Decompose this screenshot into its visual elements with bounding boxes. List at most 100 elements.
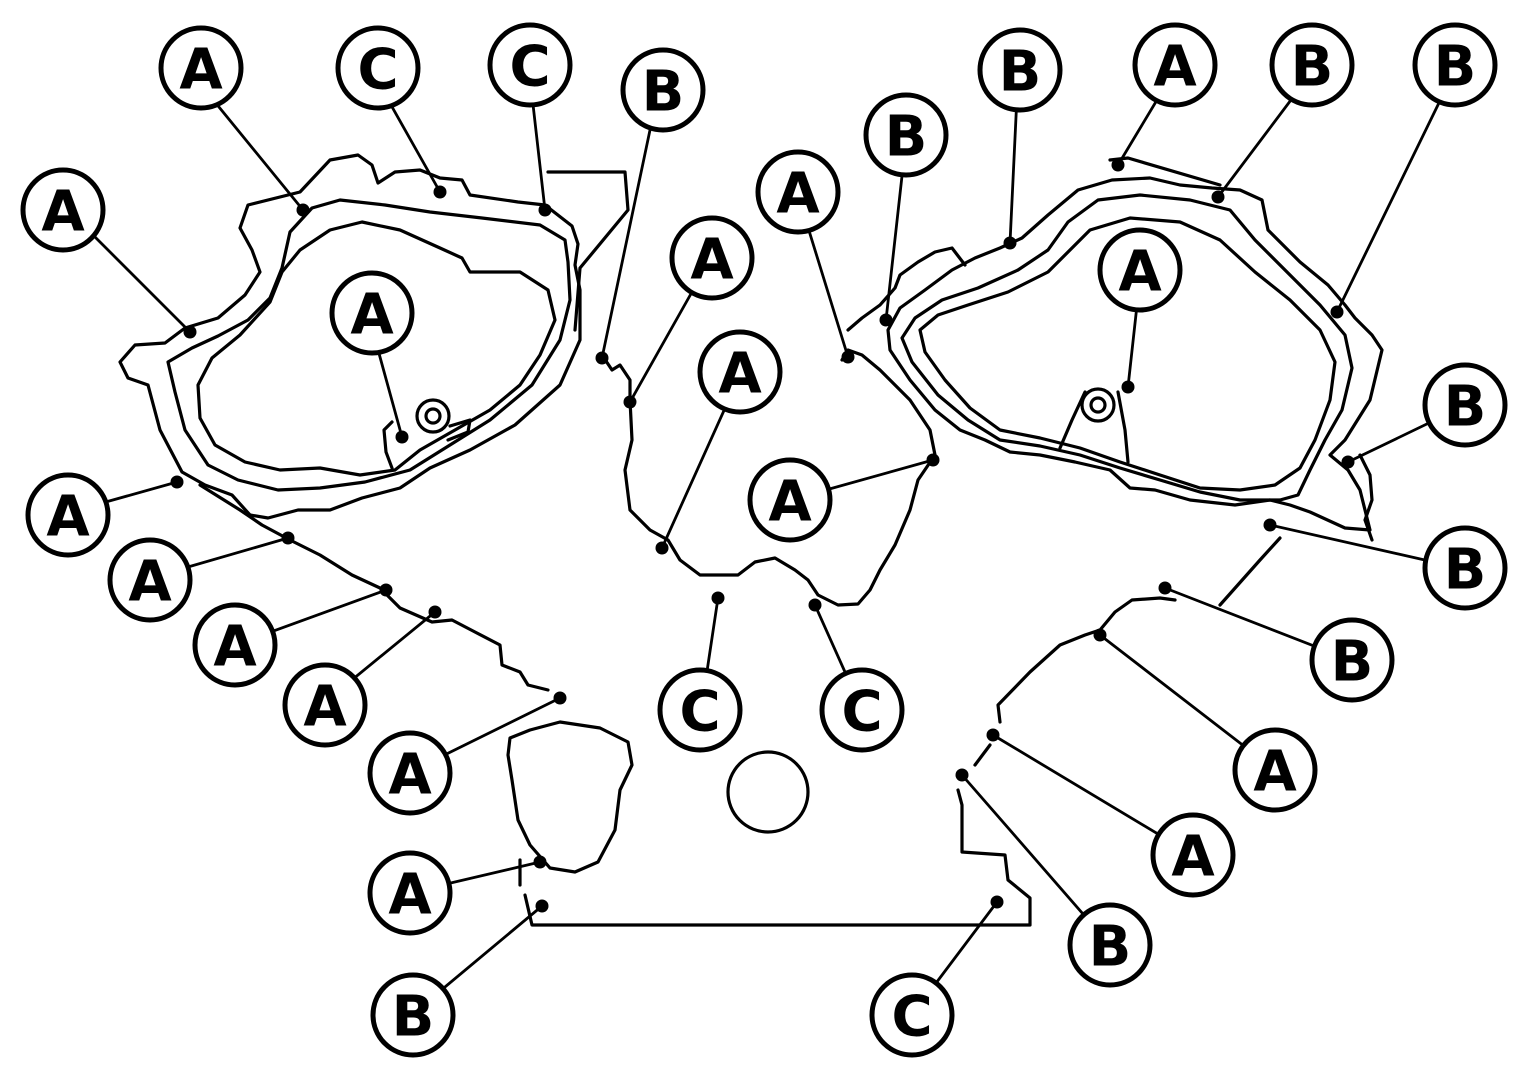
callout-a: A [20, 167, 106, 253]
left-head-gasket [118, 153, 582, 520]
callout-a: A [755, 149, 841, 235]
point-dot [428, 605, 442, 619]
callout-b: B [620, 47, 706, 133]
svg-text:B: B [1434, 35, 1477, 100]
point-dot [1211, 190, 1225, 204]
svg-text:B: B [1089, 915, 1132, 980]
svg-text:B: B [1331, 630, 1374, 695]
point-dot [1330, 305, 1344, 319]
right-head-gasket [886, 176, 1384, 532]
svg-text:A: A [1253, 740, 1297, 805]
svg-text:B: B [1291, 35, 1334, 100]
callout-a: A [747, 457, 833, 543]
point-dot [711, 591, 725, 605]
point-dot [533, 855, 547, 869]
callout-a: A [697, 329, 783, 415]
svg-text:A: A [388, 743, 432, 808]
point-dot [879, 313, 893, 327]
svg-text:B: B [1444, 538, 1487, 603]
svg-text:B: B [642, 60, 685, 125]
svg-text:A: A [1153, 35, 1197, 100]
svg-text:B: B [392, 985, 435, 1050]
svg-text:A: A [690, 228, 734, 293]
svg-text:C: C [679, 680, 720, 745]
svg-text:A: A [388, 863, 432, 928]
svg-text:C: C [841, 680, 882, 745]
sealant-points [170, 158, 1355, 913]
svg-text:B: B [1444, 375, 1487, 440]
svg-text:A: A [213, 615, 257, 680]
callout-a: A [1132, 22, 1218, 108]
svg-text:C: C [509, 35, 550, 100]
callout-a: A [192, 602, 278, 688]
point-dot [433, 185, 447, 199]
point-dot [955, 768, 969, 782]
point-dot [183, 325, 197, 339]
point-dot [170, 475, 184, 489]
point-dot [1003, 236, 1017, 250]
svg-text:A: A [1118, 240, 1162, 305]
svg-text:A: A [179, 38, 223, 103]
point-dot [535, 899, 549, 913]
point-dot [808, 598, 822, 612]
callout-a: A [669, 215, 755, 301]
callout-a: A [1097, 227, 1183, 313]
svg-text:A: A [350, 283, 394, 348]
point-dot [538, 203, 552, 217]
svg-text:B: B [999, 40, 1042, 105]
callout-a: A [282, 662, 368, 748]
callout-b: B [1067, 902, 1153, 988]
svg-text:A: A [41, 180, 85, 245]
point-dot [926, 453, 940, 467]
svg-text:A: A [768, 470, 812, 535]
svg-text:C: C [891, 985, 932, 1050]
point-dot [553, 691, 567, 705]
callout-badges: A C C B A A A A A B B A B B A B B B A A … [20, 22, 1508, 1058]
callout-a: A [1232, 727, 1318, 813]
point-dot [986, 728, 1000, 742]
callout-a: A [1150, 812, 1236, 898]
callout-c: C [869, 972, 955, 1058]
callout-c: C [657, 667, 743, 753]
callout-b: B [1309, 617, 1395, 703]
svg-text:B: B [885, 105, 928, 170]
callout-b: B [370, 972, 456, 1058]
point-dot [990, 895, 1004, 909]
callout-b: B [1422, 362, 1508, 448]
callout-a: A [25, 472, 111, 558]
callout-a: A [367, 730, 453, 816]
svg-text:A: A [46, 485, 90, 550]
callout-b: B [1412, 22, 1498, 108]
callout-b: B [1269, 22, 1355, 108]
point-dot [395, 430, 409, 444]
point-dot [623, 395, 637, 409]
callout-a: A [158, 25, 244, 111]
callout-b: B [863, 92, 949, 178]
point-dot [1158, 581, 1172, 595]
point-dot [1111, 158, 1125, 172]
svg-text:C: C [357, 38, 398, 103]
callout-c: C [487, 22, 573, 108]
point-dot [655, 541, 669, 555]
callout-a: A [329, 270, 415, 356]
point-dot [1093, 628, 1107, 642]
point-dot [595, 351, 609, 365]
svg-text:A: A [1171, 825, 1215, 890]
point-dot [296, 203, 310, 217]
svg-text:A: A [776, 162, 820, 227]
point-dot [1121, 380, 1135, 394]
svg-text:A: A [303, 675, 347, 740]
callout-c: C [819, 667, 905, 753]
svg-text:A: A [718, 342, 762, 407]
callout-b: B [1422, 525, 1508, 611]
point-dot [841, 350, 855, 364]
point-dot [281, 531, 295, 545]
point-dot [1263, 518, 1277, 532]
callout-c: C [335, 25, 421, 111]
point-dot [1341, 455, 1355, 469]
callout-b: B [977, 27, 1063, 113]
svg-text:A: A [128, 550, 172, 615]
callout-a: A [107, 537, 193, 623]
callout-a: A [367, 850, 453, 936]
